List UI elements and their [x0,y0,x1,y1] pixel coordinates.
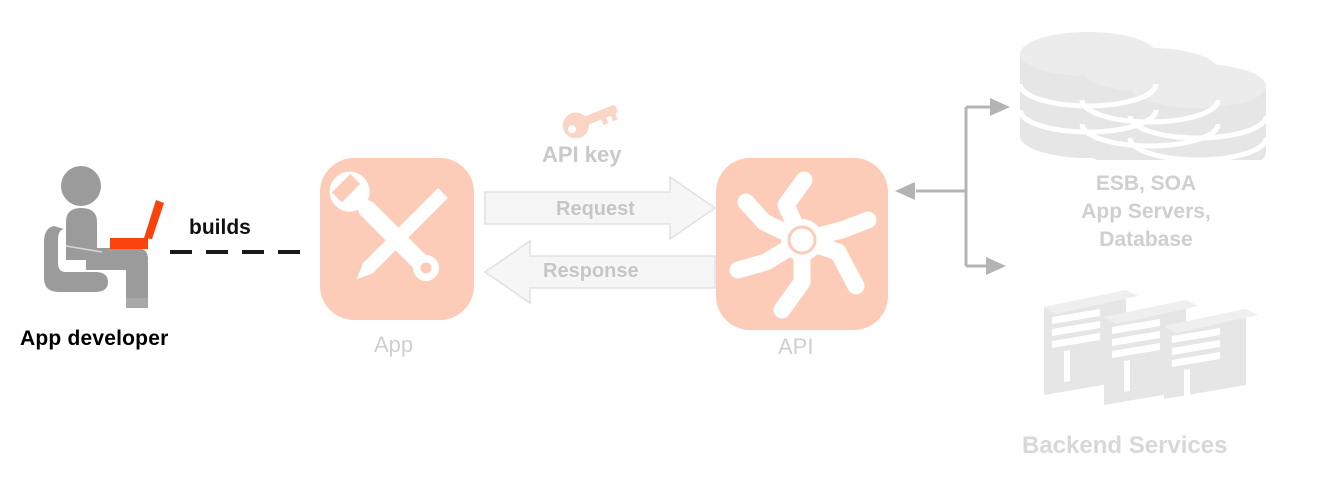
response-arrow [483,239,716,305]
database-stack-label-line-3: Database [1099,228,1193,251]
database-stack-label: ESB, SOA App Servers, Database [1046,170,1246,254]
wrench-and-pencil-icon [329,171,448,281]
database-stack-label-line-1: ESB, SOA [1095,172,1197,195]
app-label: App [374,332,414,357]
response-label: Response [543,260,639,282]
arrow-to-database-stack [990,98,1010,116]
app-tile[interactable] [320,158,474,320]
builds-label: builds [189,216,251,239]
api-tile[interactable] [716,158,888,330]
seated-developer-with-laptop-icon [44,166,164,308]
arrow-to-server-rack [986,257,1006,275]
api-key-icon [558,98,620,139]
database-stack-label-line-2: App Servers, [1081,200,1211,223]
app-developer-label: App developer [20,327,169,350]
server-rack-icon [1020,285,1260,405]
api-label: API [778,334,814,359]
request-label: Request [556,198,635,220]
arrow-to-api [895,182,915,200]
backend-services-label: Backend Services [1022,432,1228,459]
api-starburst-icon [729,171,877,319]
database-stack-icon [1016,28,1269,174]
builds-dashed-connector [168,243,308,254]
api-key-label: API key [542,142,622,167]
app-developer-figure [40,160,180,310]
backend-connector-lines [890,90,1015,360]
request-arrow [484,175,717,241]
